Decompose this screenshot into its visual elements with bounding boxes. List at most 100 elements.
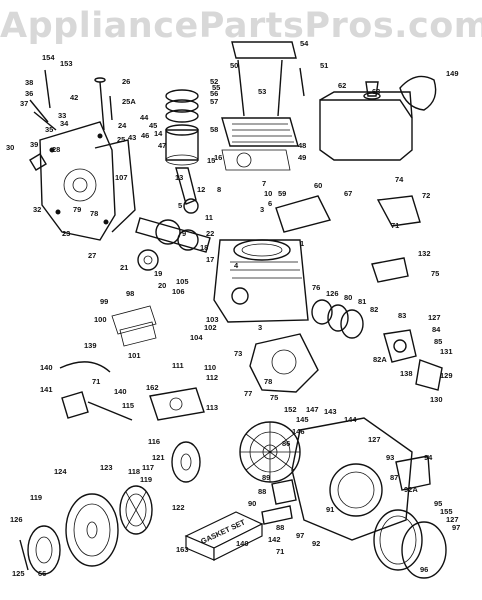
part-callout: 3 [258, 323, 262, 332]
part-callout: 75 [270, 393, 278, 402]
part-callout: 88 [276, 523, 284, 532]
part-callout: 63 [372, 87, 380, 96]
part-callout: 86 [282, 439, 290, 448]
part-callout: 117 [142, 463, 154, 472]
part-callout: 102 [204, 323, 217, 332]
part-callout: 78 [90, 209, 98, 218]
part-callout: 113 [206, 403, 218, 412]
part-callout: 33 [58, 111, 66, 120]
part-callout: 76 [312, 283, 320, 292]
part-callout: 72 [422, 191, 430, 200]
part-callout: 54 [300, 39, 309, 48]
part-callout: 138 [400, 369, 413, 378]
part-callout: 8 [217, 185, 221, 194]
part-callout: 43 [128, 133, 136, 142]
part-callout: 7 [262, 179, 266, 188]
part-callout: 88 [258, 487, 266, 496]
part-callout: 121 [152, 453, 165, 462]
part-callout: 28 [52, 145, 60, 154]
part-callout: 155 [440, 507, 453, 516]
part-callout: 30 [6, 143, 14, 152]
part-callout: 74 [395, 175, 404, 184]
part-callout: 140 [114, 387, 127, 396]
part-callout: 139 [84, 341, 97, 350]
part-callout: 91 [326, 505, 334, 514]
part-callout: 140 [236, 539, 249, 548]
part-callout: 127 [428, 313, 441, 322]
part-callout: 49 [298, 153, 306, 162]
part-callout: 144 [344, 415, 357, 424]
part-callout: 60 [314, 181, 322, 190]
part-callout: 105 [176, 277, 189, 286]
part-callout: 92 [312, 539, 320, 548]
part-callout: 125 [12, 569, 25, 578]
part-callout: 23 [62, 229, 70, 238]
part-callout: 119 [140, 475, 152, 484]
part-callout: 36 [25, 89, 33, 98]
part-callout: 71 [391, 221, 399, 230]
part-callout: 80 [344, 293, 352, 302]
part-callout: 45 [149, 121, 157, 130]
part-callout: 92A [404, 485, 418, 494]
part-callout: 112 [206, 373, 218, 382]
part-callout: 81 [358, 297, 366, 306]
part-callout: 153 [60, 59, 73, 68]
part-callout: 82 [370, 305, 378, 314]
part-callout: 127 [368, 435, 381, 444]
part-callout: 130 [430, 395, 443, 404]
part-callout: 58 [210, 125, 218, 134]
part-callout: 42 [70, 93, 78, 102]
part-callout: 21 [120, 263, 128, 272]
part-callout: 142 [268, 535, 281, 544]
part-callout: 17 [206, 255, 214, 264]
part-callout: 79 [73, 205, 81, 214]
diagram-drawing [19, 41, 447, 579]
part-callout: 52 [210, 77, 218, 86]
part-callout: 48 [298, 141, 306, 150]
part-callout: 122 [172, 503, 185, 512]
part-callout: 97 [452, 523, 460, 532]
part-callout: 53 [258, 87, 266, 96]
part-callout: 85 [434, 337, 442, 346]
part-callout: 50 [230, 61, 238, 70]
part-callout: 101 [128, 351, 141, 360]
part-callout: 5 [178, 201, 182, 210]
part-callout: 11 [205, 213, 213, 222]
part-callout: 149 [446, 69, 459, 78]
part-callout: 46 [141, 131, 149, 140]
part-callout: 57 [210, 97, 218, 106]
part-callout: 26 [122, 77, 130, 86]
part-callout: 44 [140, 113, 149, 122]
part-callout: 119 [30, 493, 42, 502]
part-callout: 115 [122, 401, 134, 410]
part-callout: 78 [264, 377, 272, 386]
part-callout: 103 [206, 315, 219, 324]
part-callout: 51 [320, 61, 328, 70]
part-callout: 4 [234, 261, 239, 270]
part-callout: 104 [190, 333, 203, 342]
part-callout: 67 [344, 189, 352, 198]
part-callout: 154 [42, 53, 55, 62]
part-callout: 123 [100, 463, 113, 472]
part-callout: 24 [118, 121, 127, 130]
part-callout: 38 [25, 78, 33, 87]
part-callout: 59 [278, 189, 286, 198]
part-callout: 22 [206, 229, 214, 238]
part-callout: 83 [398, 311, 406, 320]
part-callout: 98 [126, 289, 134, 298]
part-callout: 13 [175, 173, 183, 182]
part-callout: 124 [54, 467, 67, 476]
part-callout: 152 [284, 405, 297, 414]
part-callout: 132 [418, 249, 431, 258]
part-callout: 73 [234, 349, 242, 358]
part-callout: 66 [38, 569, 46, 578]
gasket-set-box: GASKET SET [184, 511, 264, 561]
part-callout: 131 [440, 347, 453, 356]
part-callout: 39 [30, 140, 38, 149]
part-callout: 16 [214, 153, 222, 162]
part-callout: 15 [207, 156, 215, 165]
part-callout: 87 [390, 473, 398, 482]
part-callout: 14 [154, 129, 163, 138]
